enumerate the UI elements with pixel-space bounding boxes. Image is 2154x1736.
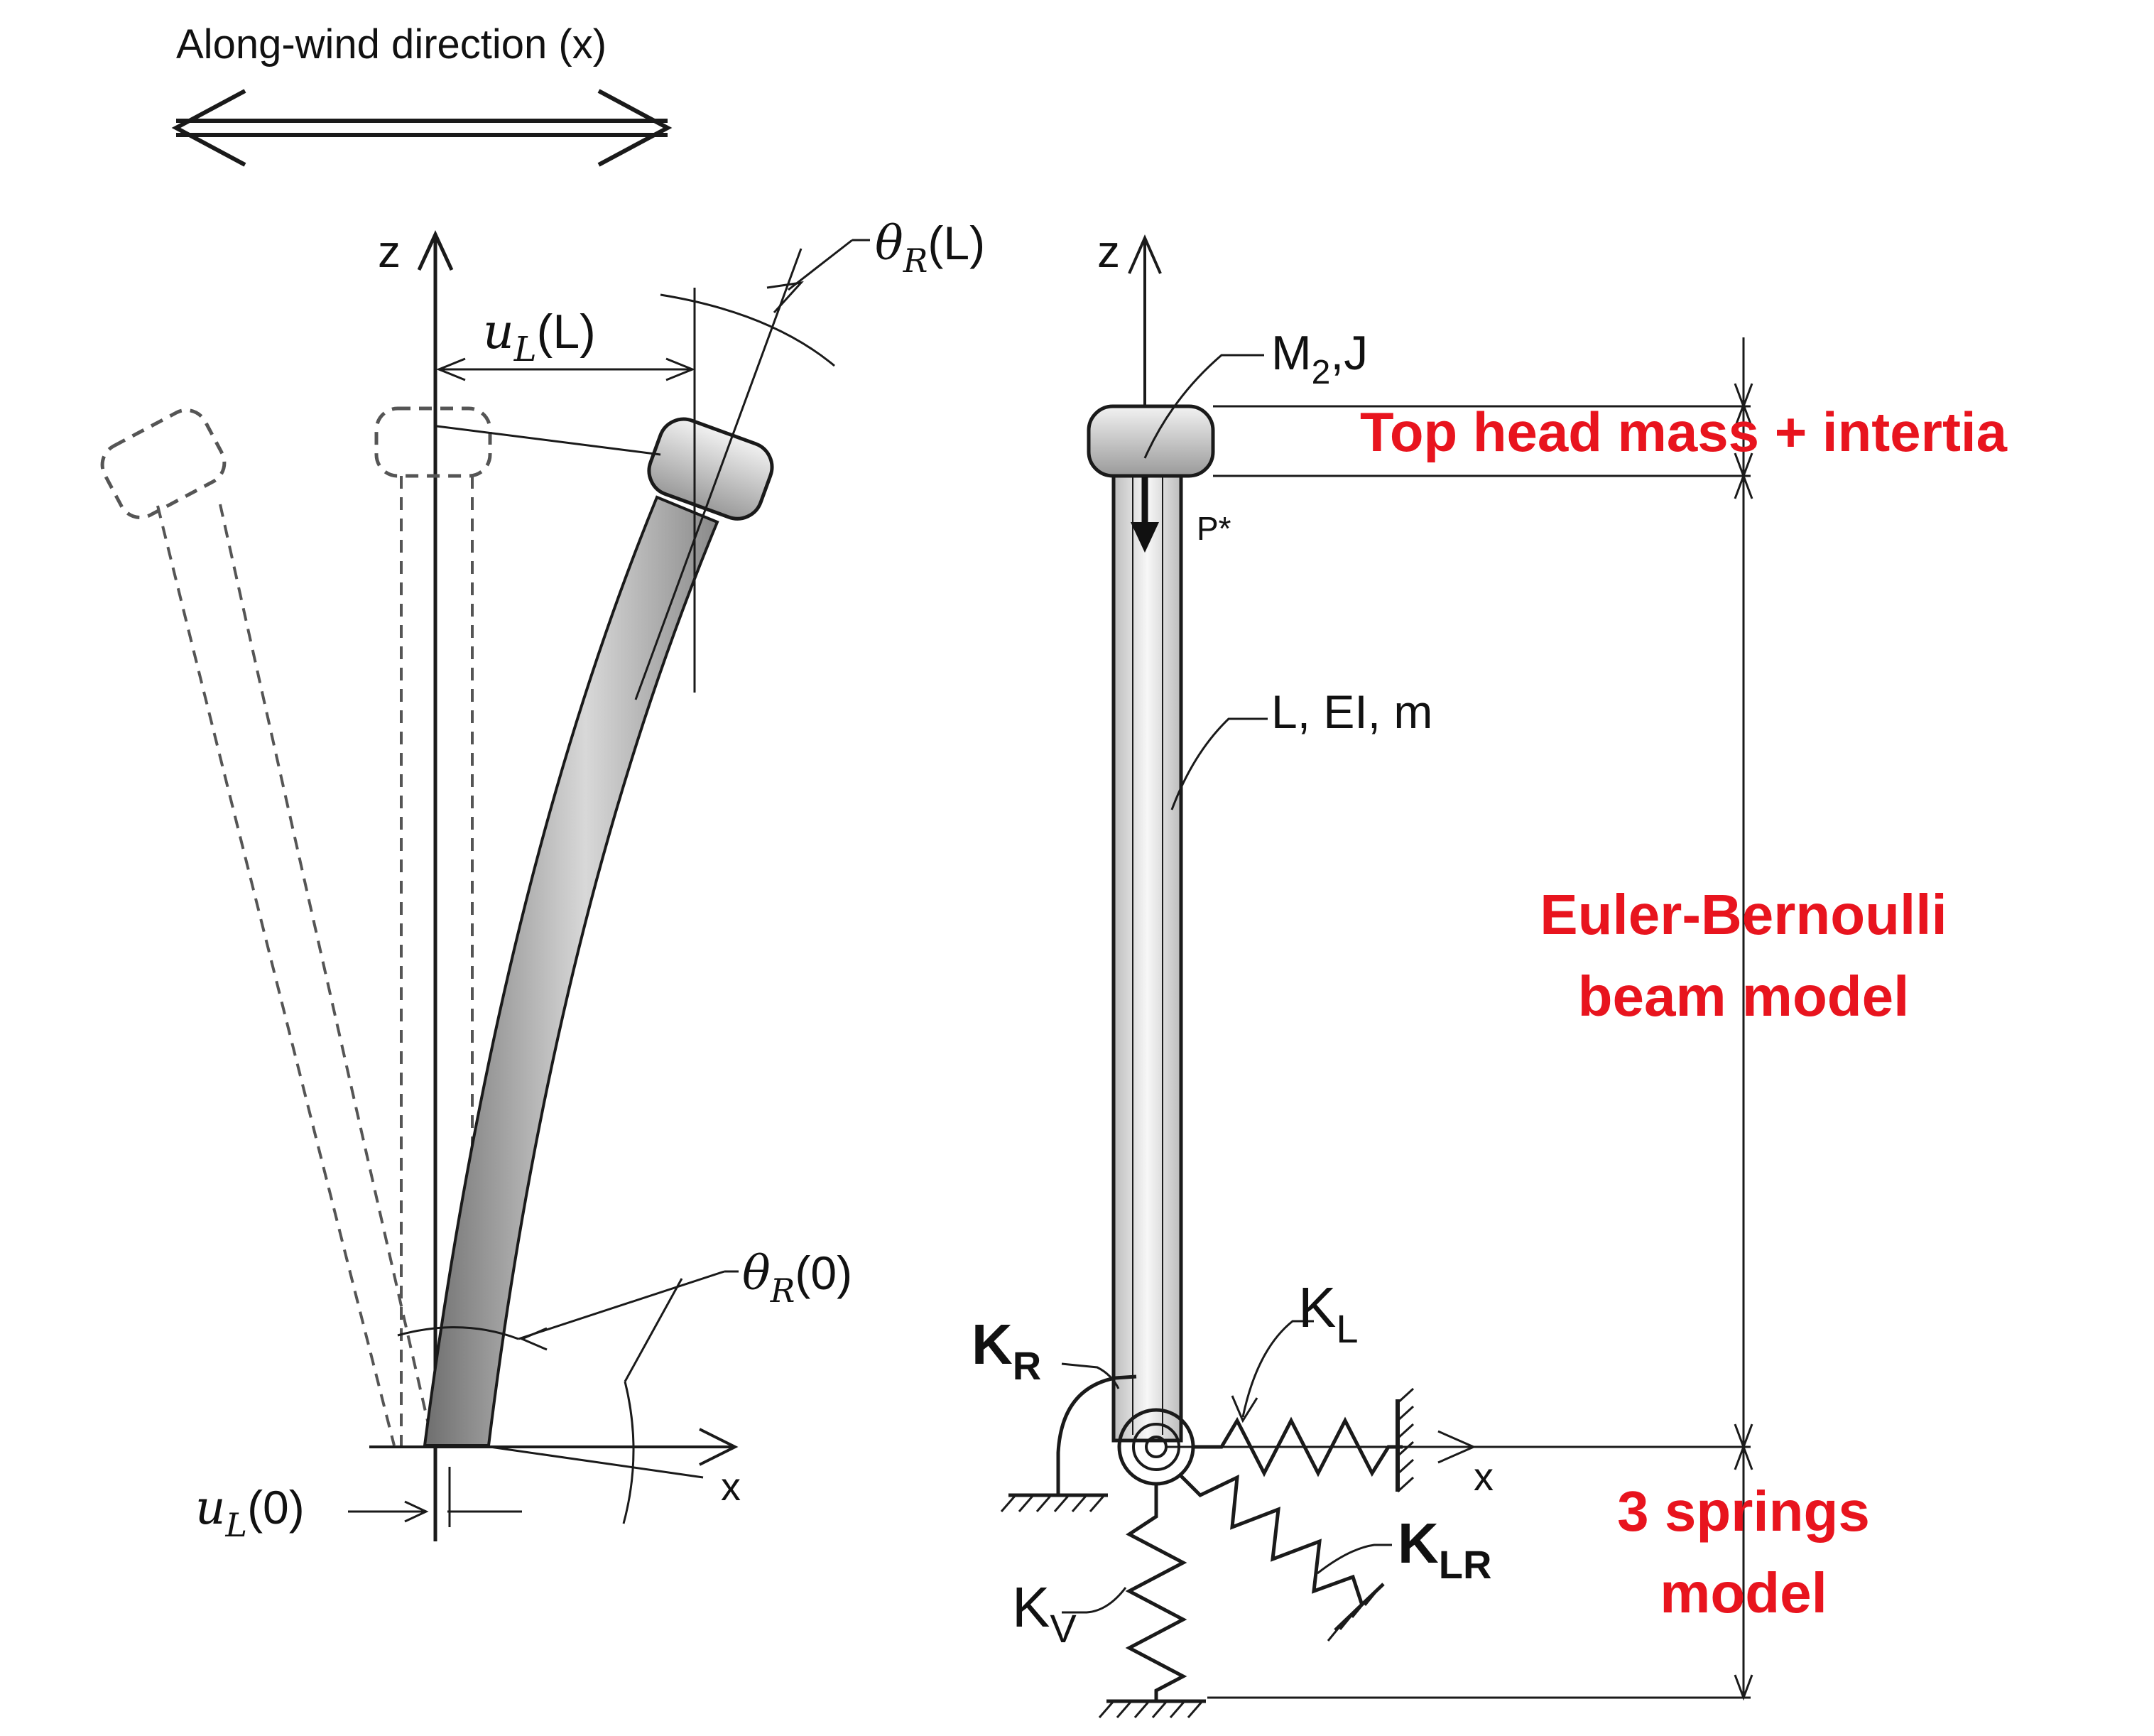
head-leader: [1143, 354, 1264, 459]
dimension-lines: [1207, 337, 1753, 1701]
lateral-spring-icon: [1193, 1320, 1415, 1493]
right-z-label: z: [1097, 226, 1120, 277]
left-x-axis: x: [369, 1428, 741, 1509]
beam-props-leader: [1170, 717, 1268, 810]
left-z-axis: z: [378, 226, 454, 1541]
coupled-spring-icon: [1177, 1472, 1392, 1642]
coupled-spring-label: KLR: [1398, 1512, 1491, 1587]
base-displacement-label: uL(0): [195, 1480, 305, 1544]
axial-load-label: P*: [1197, 510, 1231, 547]
left-diagram: Along-wind direction (x) z: [100, 21, 985, 1544]
springs-model-annotation-line2: model: [1660, 1561, 1827, 1624]
model-annotations: Top head mass + intertia Euler-Bernoulli…: [1360, 401, 2008, 1624]
base-displacement-dimension: [348, 1467, 522, 1527]
beam-properties-label: L, EI, m: [1271, 685, 1432, 738]
double-arrow-icon: [171, 89, 673, 167]
beam-model-annotation-line1: Euler-Bernoulli: [1540, 883, 1947, 946]
vertical-spring-label: KV: [1012, 1575, 1077, 1651]
left-x-label: x: [721, 1464, 741, 1509]
lateral-spring-label: KL: [1298, 1276, 1359, 1351]
head-mass-label: M2,J: [1271, 326, 1368, 391]
dashed-undeformed-tower: [374, 406, 492, 1445]
springs-model-annotation-line1: 3 springs: [1617, 1480, 1870, 1543]
right-x-label: x: [1474, 1454, 1494, 1499]
dashed-swayed-tower: [100, 408, 435, 1446]
top-head-mass-icon: [1087, 404, 1215, 478]
deformed-tower: [423, 495, 719, 1447]
top-displacement-label: uL(L): [483, 304, 596, 369]
top-displacement-dimension: [436, 288, 696, 693]
top-head-annotation: Top head mass + intertia: [1360, 401, 2008, 463]
vertical-spring-icon: [1062, 1484, 1206, 1718]
base-rotation-angle: [397, 1270, 739, 1524]
right-diagram: z M2,J P* L, EI, m x: [972, 226, 1753, 1718]
left-z-label: z: [378, 226, 401, 277]
base-rotation-label: θR(0): [742, 1246, 852, 1310]
top-rotation-label: θR(L): [875, 216, 985, 280]
top-rotation-angle: [634, 239, 870, 700]
beam-model-annotation-line2: beam model: [1578, 965, 1910, 1028]
rotational-spring-label: KR: [972, 1313, 1041, 1388]
deformed-head-icon: [647, 417, 774, 521]
beam-column: [1111, 472, 1183, 1443]
wind-direction-label: Along-wind direction (x): [176, 21, 607, 67]
axial-load-arrow-icon: [1131, 477, 1159, 553]
